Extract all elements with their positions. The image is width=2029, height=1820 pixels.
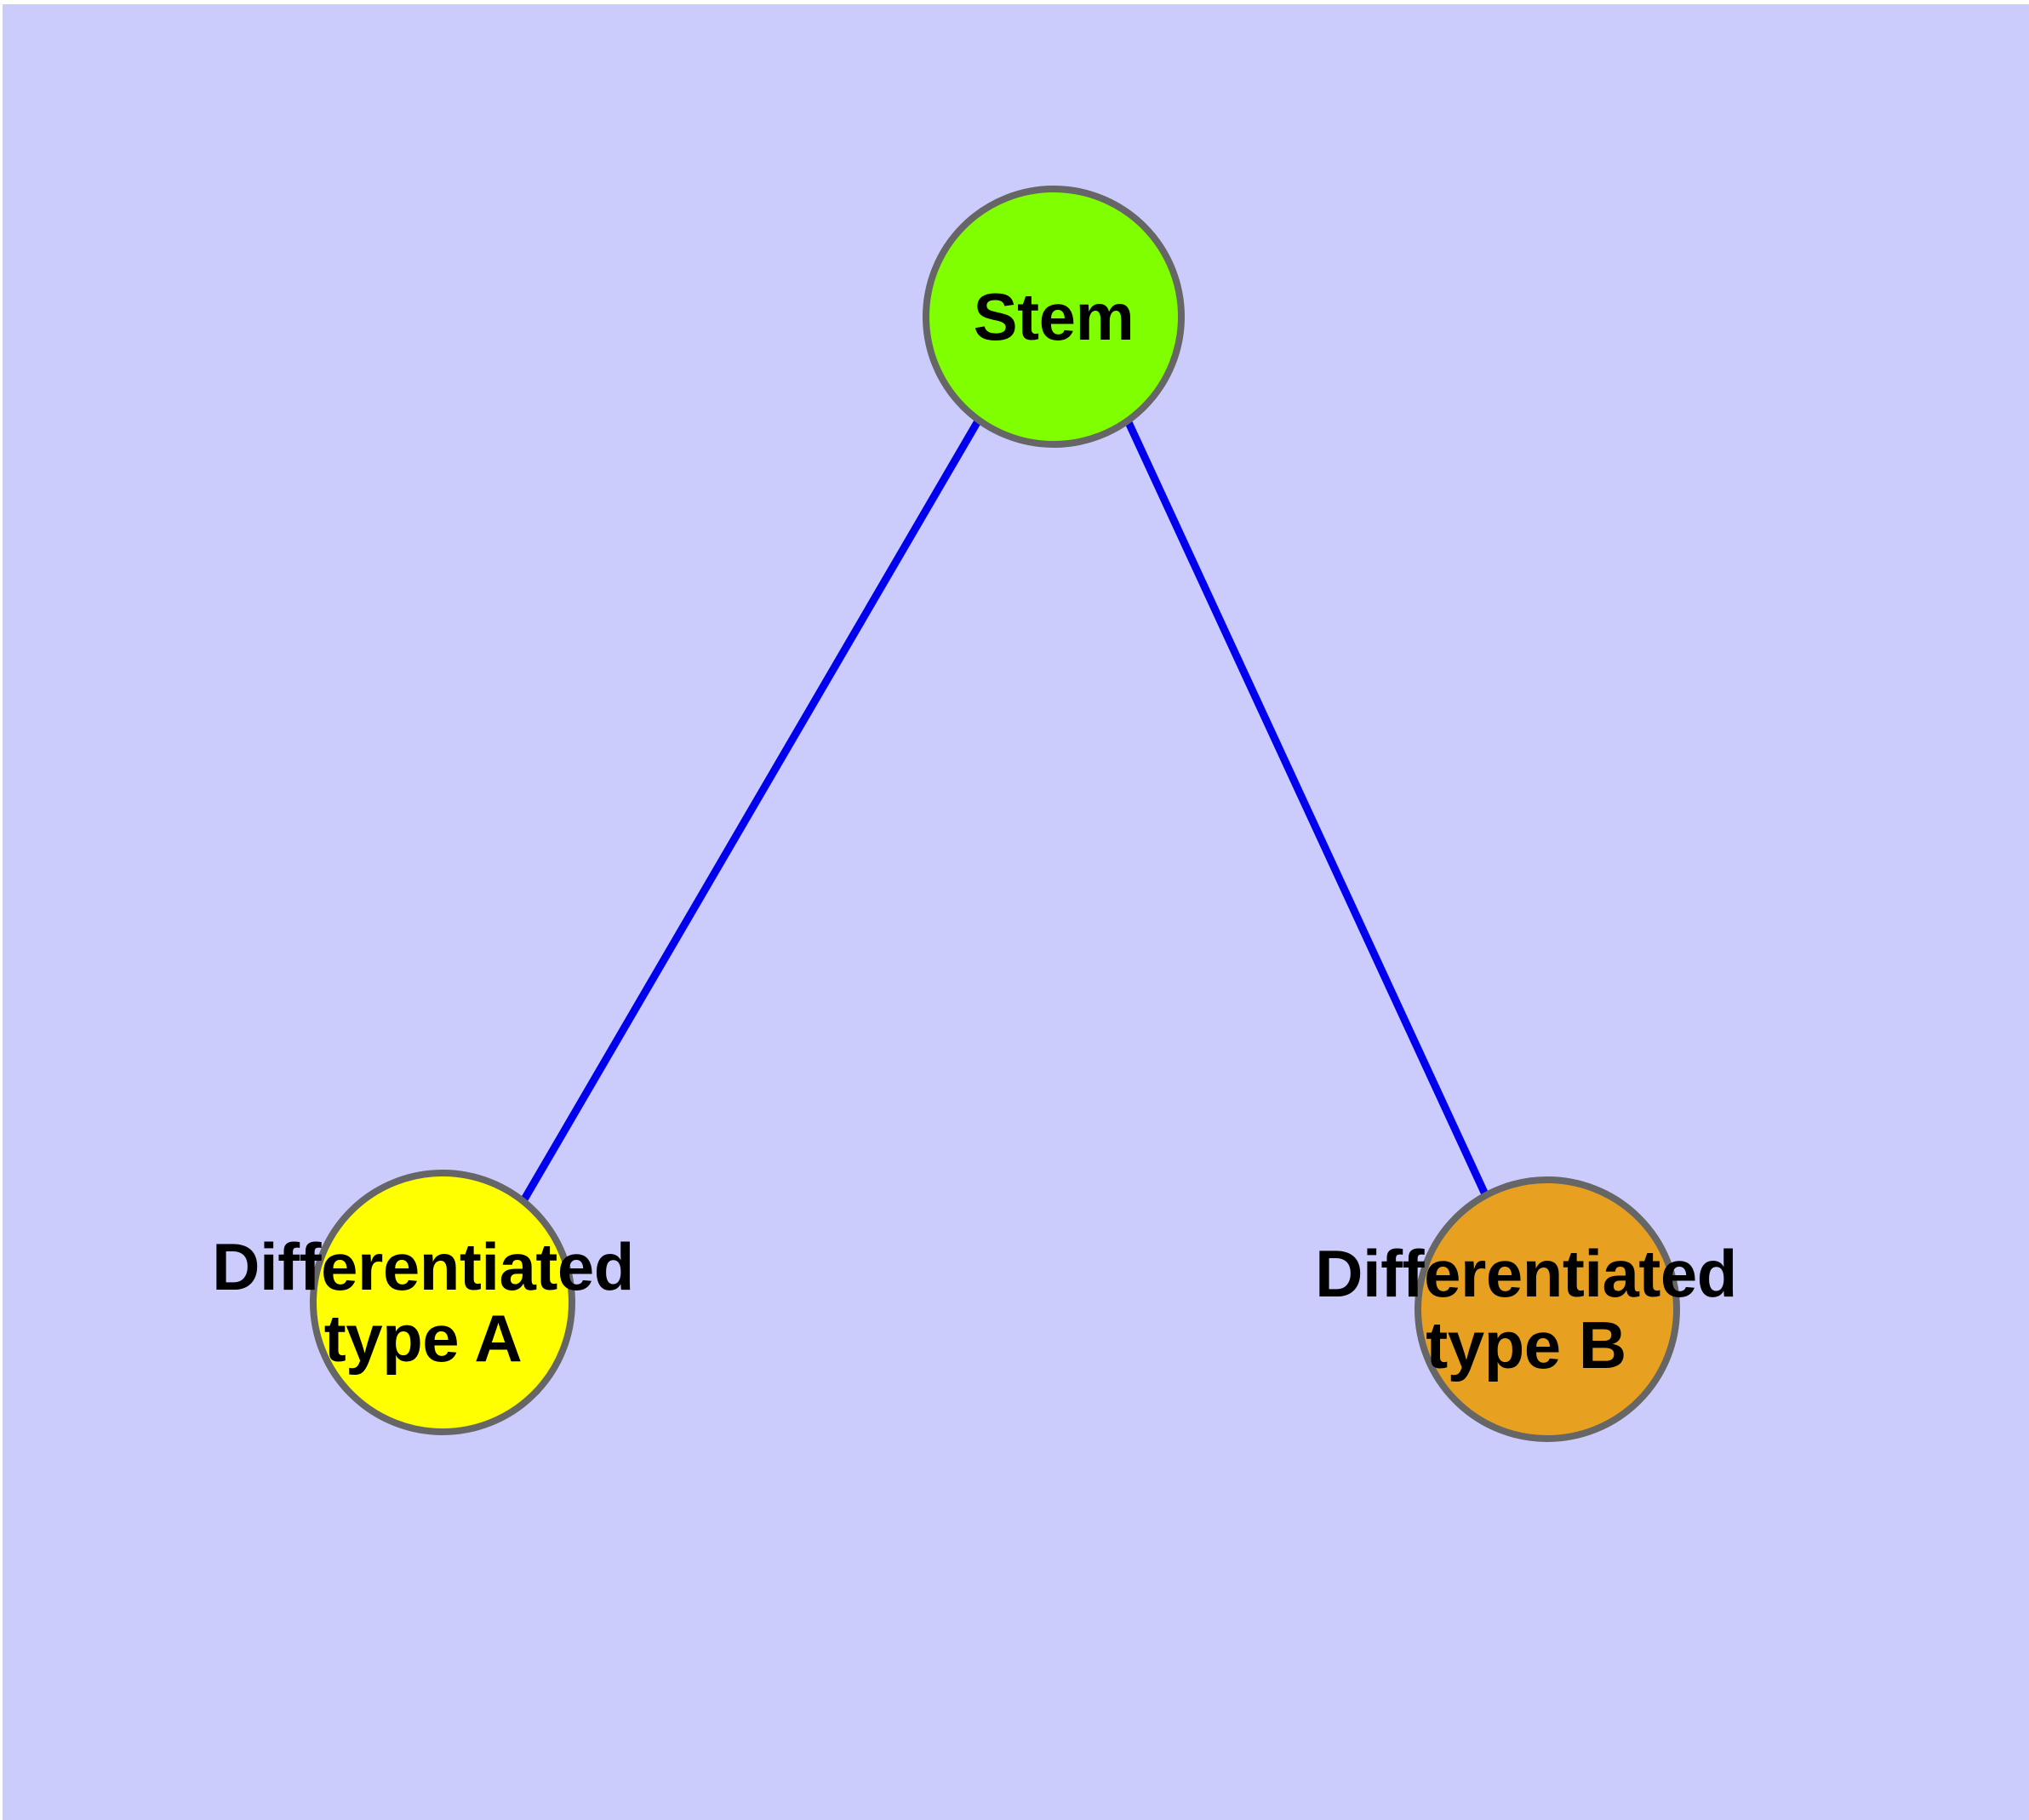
edge-stem-to-diff-b	[1123, 419, 1489, 1196]
edge-stem-to-diff-a	[509, 417, 982, 1222]
node-diff-a-label: Differentiated type A	[212, 1228, 634, 1376]
node-diff-b-label: Differentiated type B	[1315, 1235, 1737, 1382]
node-stem-label: Stem	[973, 278, 1135, 354]
node-diff-b-circle[interactable]	[1415, 1176, 1680, 1442]
node-diff-a-circle[interactable]	[310, 1170, 575, 1435]
edge-layer	[509, 417, 1489, 1222]
node-layer	[310, 186, 1680, 1442]
node-stem-circle[interactable]	[923, 186, 1185, 448]
